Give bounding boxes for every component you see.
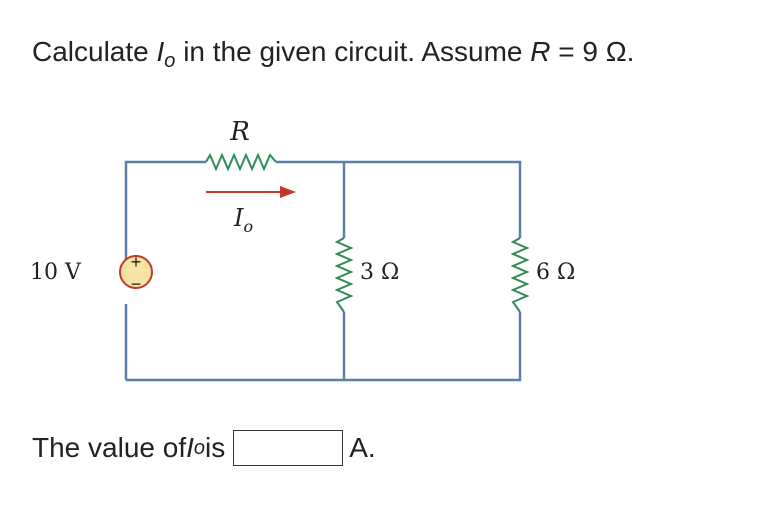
source-label: 10 V xyxy=(30,260,82,285)
current-label-sub: o xyxy=(243,217,253,236)
question-prefix: Calculate xyxy=(32,36,157,67)
svg-text:Io: Io xyxy=(233,204,253,236)
question-text: Calculate Io in the given circuit. Assum… xyxy=(32,30,634,83)
resistor-3-ohm-label: 3 Ω xyxy=(360,260,399,285)
resistor-r xyxy=(205,152,277,172)
resistor-6-ohm-label: 6 Ω xyxy=(536,260,575,285)
wire-bottom xyxy=(126,312,522,382)
circuit-wires xyxy=(124,160,522,382)
wire-top-left xyxy=(124,160,206,262)
question-value: = 9 Ω. xyxy=(550,36,635,67)
current-arrow-head xyxy=(280,186,296,198)
resistor-6-ohm xyxy=(510,237,530,313)
answer-unit: A. xyxy=(349,432,376,463)
voltage-source xyxy=(119,255,153,289)
question-resistor-symbol: R xyxy=(530,36,551,67)
answer-current-symbol: I xyxy=(186,432,194,463)
question-current-symbol: I xyxy=(156,36,165,67)
resistor-3-ohm xyxy=(334,237,354,313)
wire-top-right xyxy=(276,160,522,238)
answer-input[interactable] xyxy=(233,430,344,466)
answer-current-subscript: o xyxy=(193,437,206,459)
answer-is-text: is xyxy=(205,432,226,463)
resistor-r-label: R xyxy=(229,117,250,147)
source-plus-sign: + xyxy=(131,252,142,272)
source-minus-sign: − xyxy=(131,274,142,294)
question-current-subscript: o xyxy=(164,50,176,72)
answer-prefix: The value of xyxy=(32,432,187,463)
question-middle: in the given circuit. Assume xyxy=(175,36,531,67)
current-label: I xyxy=(233,204,244,232)
